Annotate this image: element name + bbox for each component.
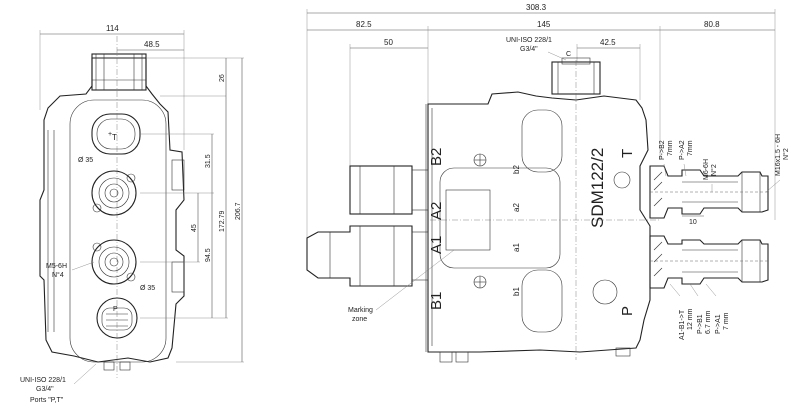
- port-b2: B2: [428, 148, 445, 166]
- p-b1-value: 6.7 mm: [705, 310, 712, 334]
- bottom-bolt-2: [119, 361, 131, 371]
- dim-145: 145: [537, 20, 551, 29]
- dim-48-5: 48.5: [144, 40, 160, 49]
- dim-94-5: 94.5: [205, 248, 212, 262]
- dim-80-8: 80.8: [704, 20, 720, 29]
- m16-count: N°2: [782, 148, 790, 160]
- a1-b1-t-label: A1-B1->T: [679, 309, 686, 340]
- p-a1-label: P->A1: [715, 314, 722, 334]
- dim-206-7: 206.7: [235, 202, 242, 220]
- center-body-outline: [427, 91, 651, 353]
- dim-50: 50: [384, 38, 393, 47]
- port-b1-small: b1: [512, 287, 521, 296]
- port-b2-small: b2: [512, 165, 521, 174]
- right-view: 10 P->B2 7mm P->A2 7mm M6-6H N°2 M16x1.5…: [649, 134, 790, 340]
- m5-count: N°4: [52, 271, 64, 279]
- p-a2-value: 7mm: [687, 140, 694, 156]
- marking-zone-line1: Marking: [348, 307, 373, 314]
- left-body-outline: [39, 57, 185, 363]
- m5-thread: M5-6H: [46, 263, 67, 270]
- dim-31-5: 31.5: [205, 154, 212, 168]
- port-a2: A2: [428, 202, 445, 220]
- p-b1-label: P->B1: [697, 314, 704, 334]
- p-b2-label: P->B2: [659, 140, 666, 160]
- port-b1: B1: [428, 292, 445, 310]
- left-view: T + P 114: [20, 24, 244, 404]
- p-port-circle: [592, 279, 618, 305]
- svg-text:+: +: [108, 131, 112, 138]
- ports-pt: Ports "P,T": [30, 397, 64, 404]
- dim-45: 45: [191, 224, 198, 232]
- bottom-bolt-1: [103, 361, 115, 371]
- dia35-top: Ø 35: [78, 157, 93, 164]
- spool-upper: [349, 165, 413, 215]
- dim-42-5: 42.5: [600, 38, 616, 47]
- a1-b1-t-value: 12 mm: [687, 308, 694, 330]
- center-port-p: P: [619, 306, 636, 316]
- m6-thread: M6-6H: [703, 159, 710, 180]
- center-iso-size: G3/4": [520, 46, 538, 53]
- lower-port-assembly: [649, 235, 769, 289]
- dim-308-3: 308.3: [526, 3, 547, 12]
- dim-82-5: 82.5: [356, 20, 372, 29]
- port-c-label: C: [566, 51, 571, 58]
- dia35-bottom: Ø 35: [140, 285, 155, 292]
- side-detail-2: [171, 261, 185, 293]
- spool-lower: [306, 225, 413, 287]
- dim-114: 114: [106, 24, 119, 33]
- m16-thread: M16x1.5 - 6H: [775, 134, 782, 176]
- port-c-fitting: [551, 61, 601, 95]
- lower-slot: [521, 269, 563, 333]
- dim-172-79: 172.79: [219, 210, 226, 232]
- m6-count: N°2: [710, 164, 718, 176]
- center-port-t: T: [619, 149, 636, 158]
- left-iso-std: UNI-ISO 228/1: [20, 377, 66, 384]
- p-a2-label: P->A2: [679, 140, 686, 160]
- marking-zone-line2: zone: [352, 316, 367, 323]
- upper-slot: [521, 109, 563, 173]
- port-t-label: T: [112, 133, 117, 142]
- p-a1-value: 7 mm: [723, 312, 730, 330]
- left-iso-size: G3/4": [36, 386, 54, 393]
- center-block: [439, 167, 561, 269]
- top-plug: [91, 53, 147, 91]
- p-b2-value: 7mm: [667, 140, 674, 156]
- side-detail-1: [171, 159, 185, 191]
- dim-26: 26: [219, 74, 226, 82]
- port-p-label: P: [113, 306, 118, 313]
- upper-port-assembly: [649, 165, 769, 219]
- valve-1-outer: [91, 170, 137, 216]
- logo-circle: [613, 171, 631, 189]
- dim-10: 10: [689, 219, 697, 226]
- inner-frame: [69, 99, 167, 363]
- model-label: SDM122/2: [588, 148, 607, 228]
- valve-2-outer: [91, 239, 137, 285]
- center-iso-std: UNI-ISO 228/1: [506, 37, 552, 44]
- center-view: 308.3 82.5 145 80.8 50 42.5 C UNI-ISO 22…: [306, 3, 776, 363]
- port-a1: A1: [428, 236, 445, 254]
- port-a1-small: a1: [512, 243, 521, 252]
- port-a2-small: a2: [512, 203, 521, 212]
